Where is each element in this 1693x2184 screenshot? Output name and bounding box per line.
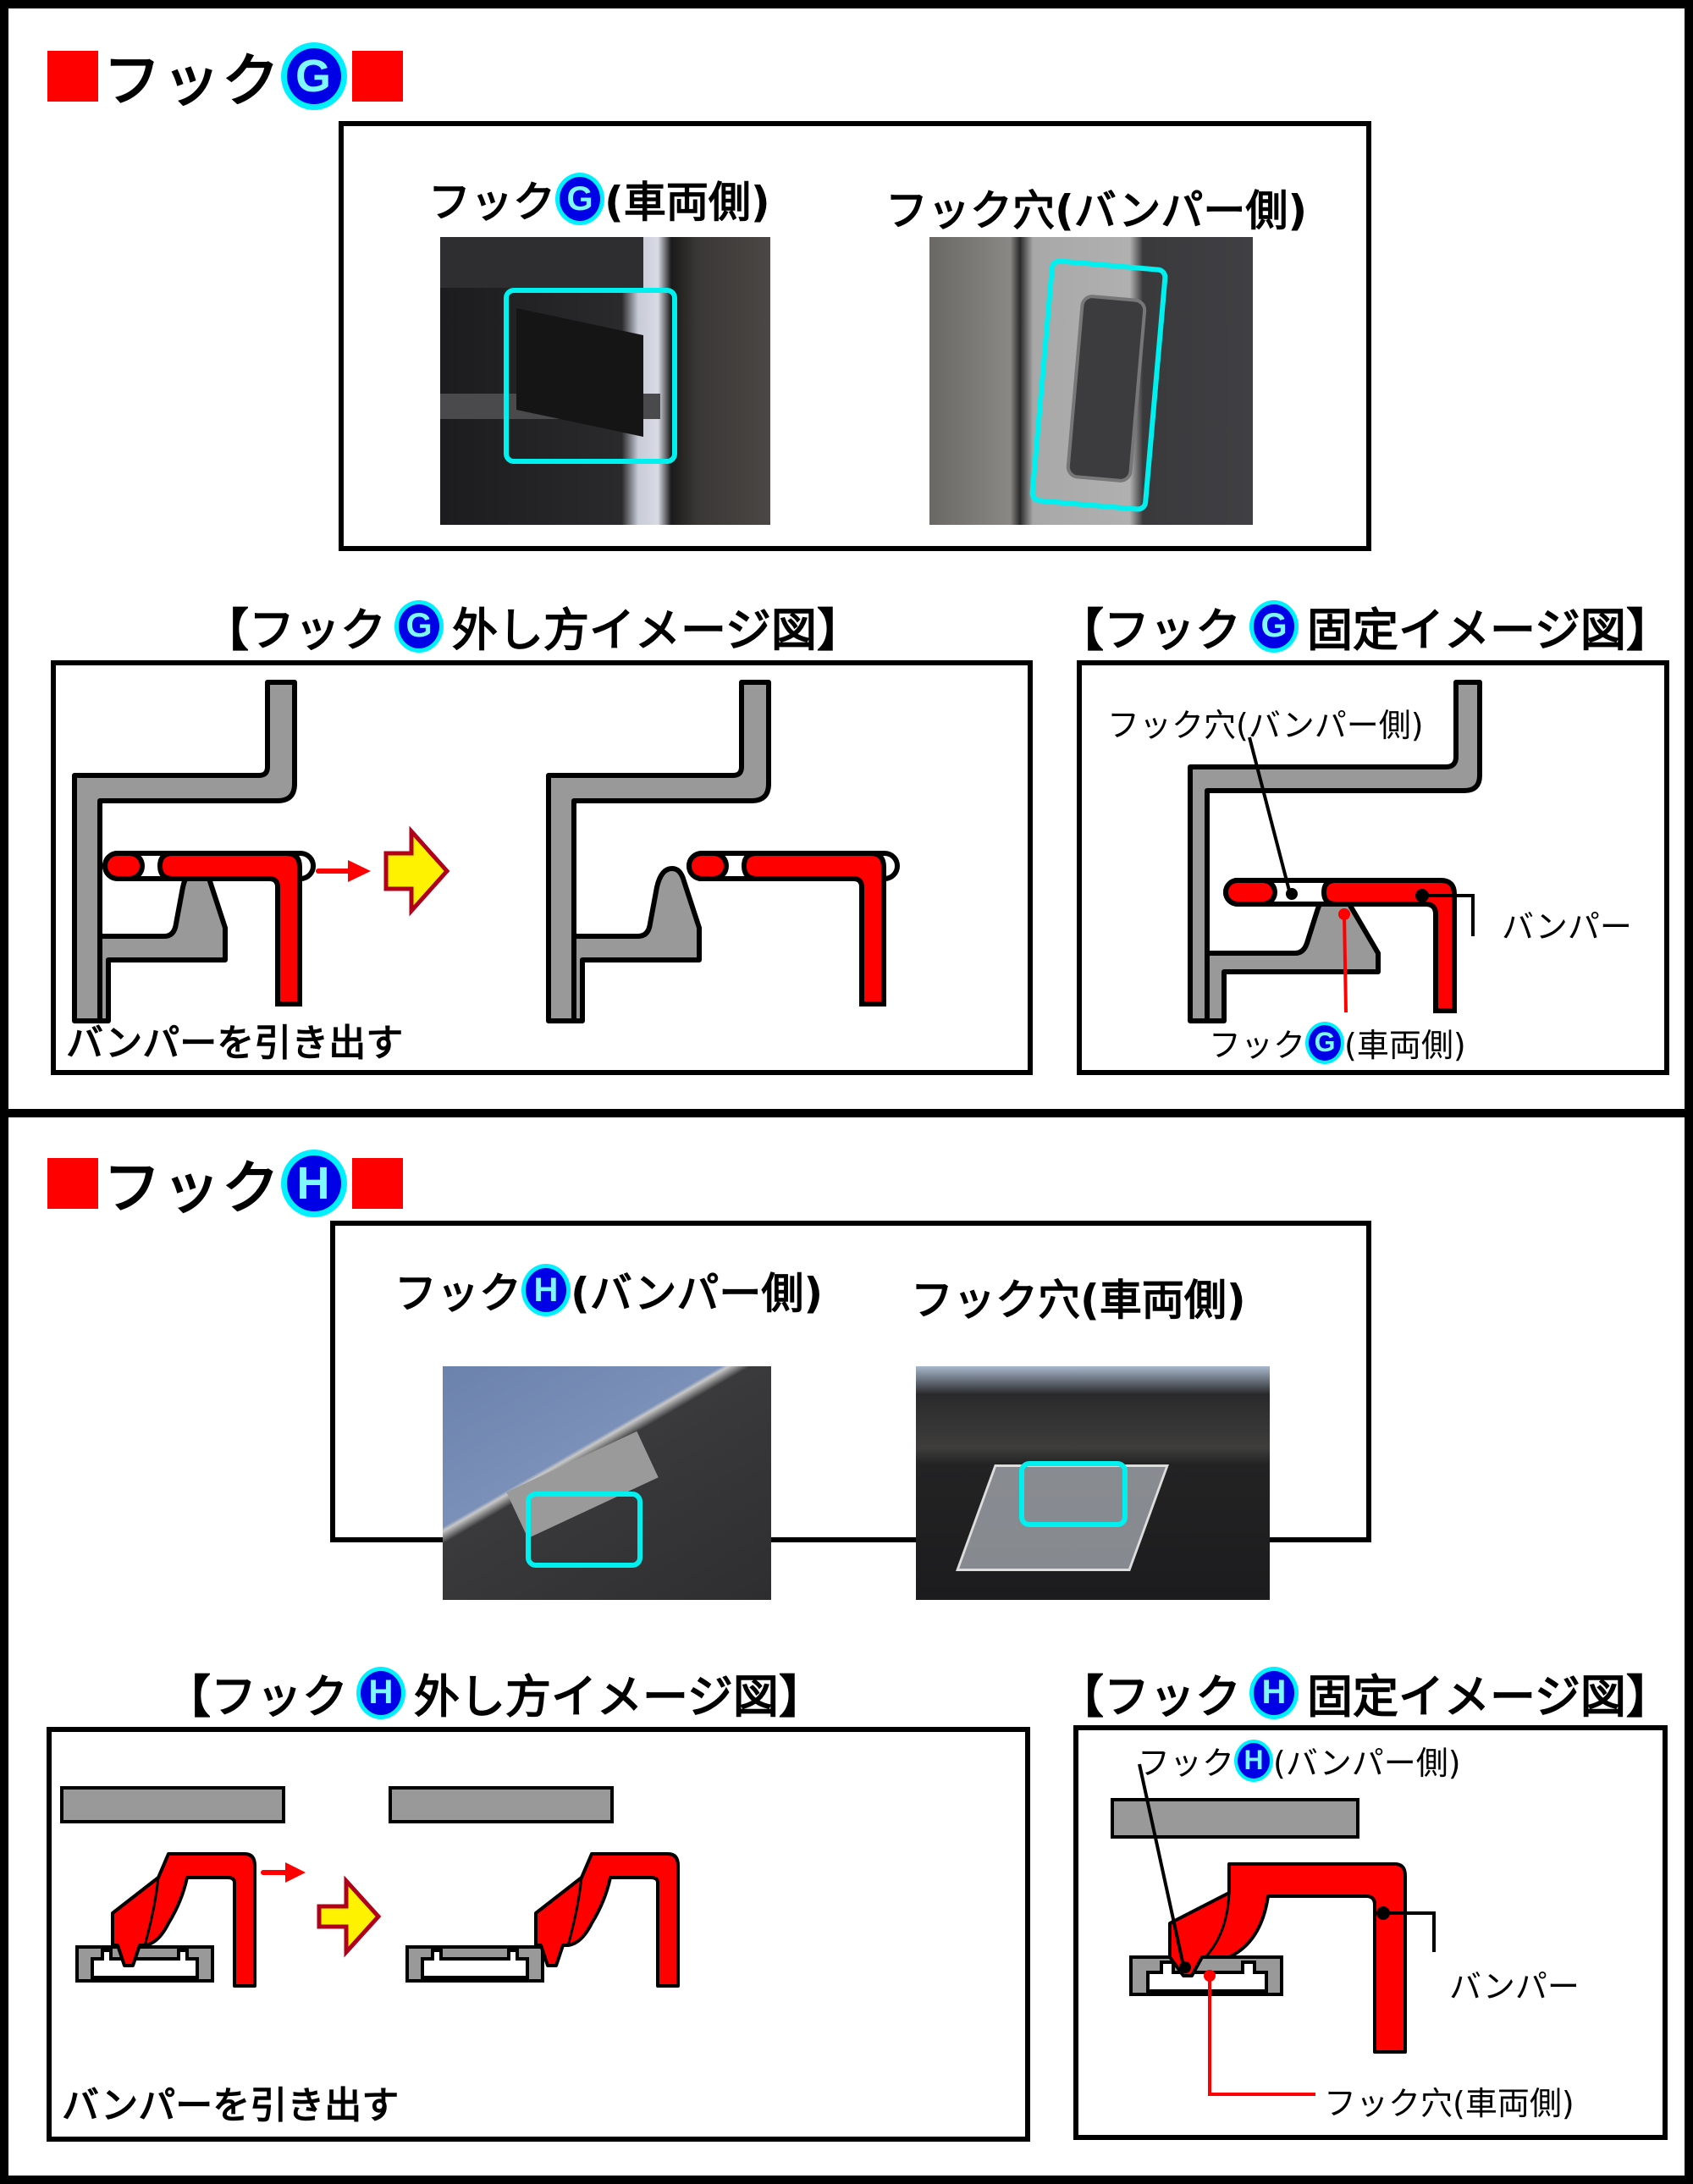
fixed-diagram-h: フック H (バンパー側) バンパー フック穴(車両側) <box>1073 1725 1668 2140</box>
bumper-right <box>157 851 302 1007</box>
label-bumper: バンパー <box>1502 908 1632 946</box>
badge-h-icon: H <box>1234 1739 1274 1782</box>
badge-g-icon: G <box>555 173 604 225</box>
fixed-diagram-g-svg <box>1188 680 1482 1023</box>
caption-text: フック <box>394 1269 521 1318</box>
badge-h-icon: H <box>521 1264 571 1316</box>
label-hook-bumper-side: フック H (バンパー側) <box>1138 1737 1461 1784</box>
instruction-pull-bumper: バンパーを引き出す <box>62 2084 400 2127</box>
title-suffix: 固定イメージ図】 <box>1307 604 1672 657</box>
photo-panel-g: フック G (車両側) フック穴(バンパー側) <box>339 121 1371 551</box>
red-square-icon <box>47 50 98 102</box>
red-square-icon <box>352 1157 404 1209</box>
label-suffix: (車両側) <box>1344 1027 1466 1064</box>
section-title-g: フック G <box>42 34 408 118</box>
label-hook-vehicle-side: フック G (車両側) <box>1209 1019 1466 1066</box>
highlight-box <box>504 288 677 464</box>
label-hook-hole-bumper-side: フック穴(バンパー側) <box>1107 707 1424 744</box>
highlight-box <box>1019 1461 1128 1527</box>
badge-g-icon: G <box>1305 1021 1345 1064</box>
fixed-diagram-title-g: 【フック G 固定イメージ図】 <box>1058 593 1672 659</box>
photo-hook-vehicle-side <box>440 237 770 525</box>
removal-diagram-g: バンパーを引き出す <box>51 660 1033 1075</box>
removal-diagram-g-shapes <box>56 665 1028 1070</box>
vehicle-panel <box>60 1786 285 1823</box>
fixed-diagram-g: フック穴(バンパー側) バンパー フック G (車両側) <box>1077 660 1669 1075</box>
title-suffix: 外し方イメージ図】 <box>452 604 863 657</box>
badge-h-icon: H <box>281 1149 348 1217</box>
photo-caption-hook-g: フック G (車両側) <box>428 168 770 229</box>
section-title-text: フック <box>103 48 282 115</box>
big-arrow-icon <box>383 825 450 917</box>
label-bumper: バンパー <box>1449 1968 1580 2005</box>
caption-suffix: (車両側) <box>604 178 770 227</box>
label-text: フック <box>1209 1027 1306 1064</box>
removal-diagram-h: バンパーを引き出す <box>47 1727 1030 2142</box>
bumper-hook <box>111 1852 256 1988</box>
photo-caption-hook-hole-vehicle: フック穴(車両側) <box>911 1276 1246 1325</box>
photo-panel-h: フック H (バンパー側) フック穴(車両側) <box>330 1221 1371 1600</box>
highlight-box <box>526 1492 642 1568</box>
badge-h-icon: H <box>356 1666 405 1719</box>
caption-suffix: (バンパー側) <box>571 1269 824 1318</box>
red-square-icon <box>352 50 404 102</box>
badge-g-icon: G <box>1249 599 1299 653</box>
title-suffix: 外し方イメージ図】 <box>414 1670 824 1723</box>
badge-g-icon: G <box>281 41 348 110</box>
bumper-left <box>102 851 145 881</box>
section-title-h: フック H <box>42 1141 408 1225</box>
removal-diagram-title-h: 【フック H 外し方イメージ図】 <box>165 1659 824 1726</box>
removal-diagram-h-svg <box>60 1786 680 1988</box>
title-suffix: 固定イメージ図】 <box>1307 1670 1672 1723</box>
badge-h-icon: H <box>1249 1666 1299 1719</box>
title-prefix: 【フック <box>165 1670 348 1723</box>
photo-hook-hole-bumper-side <box>929 237 1253 525</box>
title-prefix: 【フック <box>203 604 386 657</box>
section-hook-h: フック H フック H (バンパー側) フック穴(車両側) 【フック H 外し方… <box>0 1109 1693 2184</box>
caption-text: フック <box>428 178 555 227</box>
photo-hook-bumper-side <box>443 1366 771 1600</box>
title-prefix: 【フック <box>1058 1670 1241 1723</box>
title-prefix: 【フック <box>1058 604 1241 657</box>
photo-hook-hole-vehicle-side <box>916 1366 1270 1600</box>
removal-diagram-title-g: 【フック G 外し方イメージ図】 <box>203 593 863 659</box>
fixed-diagram-title-h: 【フック H 固定イメージ図】 <box>1058 1659 1672 1726</box>
photo-caption-hook-h: フック H (バンパー側) <box>394 1260 823 1321</box>
photo-caption-hook-hole: フック穴(バンパー側) <box>885 186 1308 235</box>
big-arrow-icon <box>317 1875 382 1958</box>
label-text: フック <box>1138 1745 1235 1782</box>
fixed-diagram-h-svg <box>1111 1763 1436 2096</box>
badge-g-icon: G <box>394 599 444 653</box>
vehicle-bracket <box>72 680 297 1023</box>
label-hook-hole-vehicle-side: フック穴(車両側) <box>1324 2085 1574 2122</box>
red-square-icon <box>47 1157 98 1209</box>
instruction-pull-bumper: バンパーを引き出す <box>66 1022 404 1065</box>
label-suffix: (バンパー側) <box>1273 1745 1461 1782</box>
highlight-box <box>1028 257 1169 513</box>
section-title-text: フック <box>103 1155 282 1222</box>
section-hook-g: フック G フック G (車両側) フック穴(バンパー側) 【フック G 外し方… <box>0 0 1693 1117</box>
